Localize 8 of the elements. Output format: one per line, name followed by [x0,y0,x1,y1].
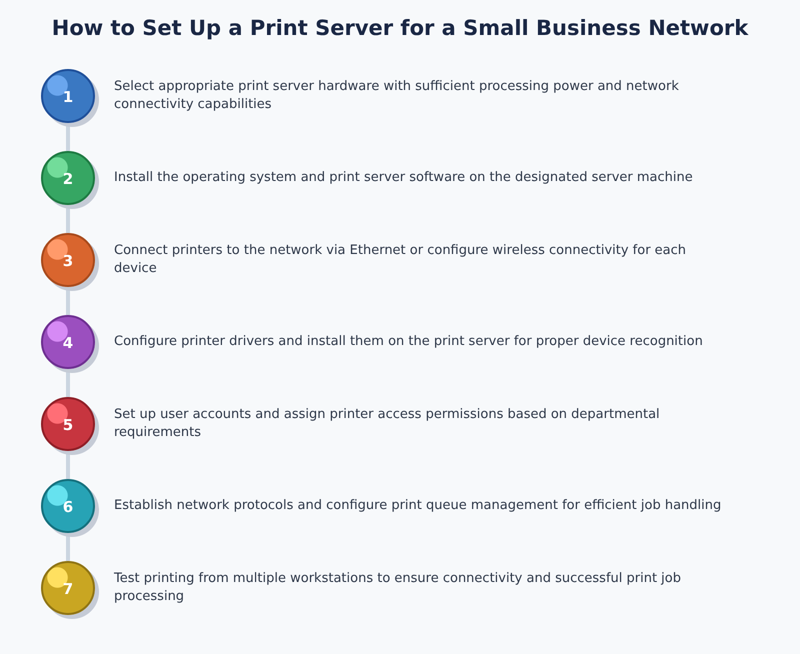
step-description: Set up user accounts and assign printer access permissions based on departmental requirements [114,406,661,442]
step-description: Establish network protocols and configure print queue management for efficient job handling [114,497,722,515]
step-description: Test printing from multiple workstations to ensure connectivity and successful print job processing [114,570,682,606]
step-description: Connect printers to the network via Ethernet or configure wireless connectivity for each device [114,242,688,278]
step-description: Configure printer drivers and install them on the print server for proper device recognition [114,333,704,351]
step-description: Select appropriate print server hardware with sufficient processing power and network connectivity capabilities [114,78,680,114]
step-description: Install the operating system and print server software on the designated server machine [114,169,694,187]
diagram-title: How to Set Up a Print Server for a Small Business Network [52,15,748,42]
